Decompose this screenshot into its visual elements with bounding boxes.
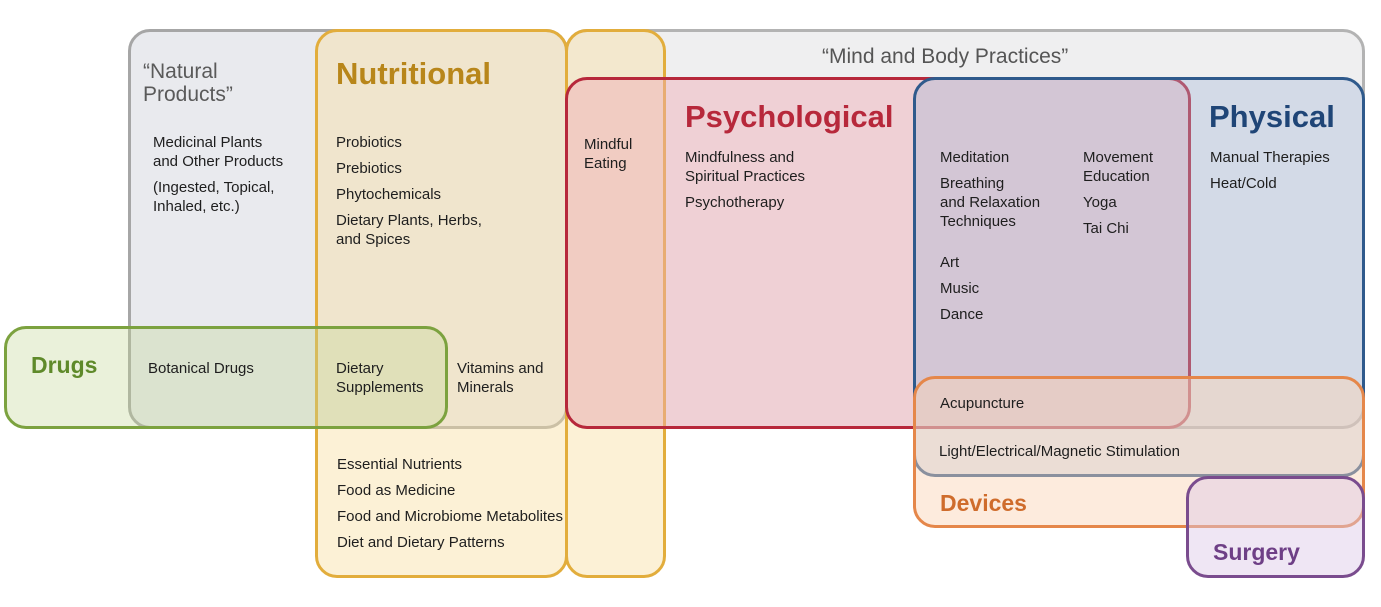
- natural-products-list: Medicinal Plants and Other Products (Ing…: [153, 133, 283, 223]
- natural-products-title: “Natural Products”: [143, 60, 233, 106]
- drugs-title: Drugs: [31, 352, 98, 378]
- list-item: Mindfulness and Spiritual Practices: [685, 149, 806, 185]
- mindful-eating-region: [565, 29, 666, 578]
- list-item: Medicinal Plants and Other Products: [153, 134, 284, 170]
- botanical-drugs-label: Botanical Drugs: [148, 360, 254, 377]
- vitamins-and-minerals-label: Vitamins and Minerals: [457, 360, 544, 396]
- list-item: (Ingested, Topical, Inhaled, etc.): [153, 179, 275, 215]
- list-item: Diet and Dietary Patterns: [337, 534, 505, 551]
- physical-title: Physical: [1209, 99, 1335, 134]
- list-item: Yoga: [1083, 194, 1117, 211]
- arts-list: Art Music Dance: [940, 253, 983, 331]
- list-item: Food as Medicine: [337, 482, 456, 499]
- list-item: Breathing and Relaxation Techniques: [940, 175, 1041, 230]
- natural-products-region: [128, 29, 568, 429]
- physical-region: [913, 77, 1365, 477]
- mindful-eating-label: Mindful Eating: [584, 136, 633, 172]
- list-item: Dance: [940, 306, 984, 323]
- acupuncture-label: Acupuncture: [940, 395, 1025, 412]
- list-item: Prebiotics: [336, 160, 402, 177]
- mind-body-practices-region: [565, 29, 1365, 429]
- list-item: Food and Microbiome Metabolites: [337, 508, 563, 525]
- nutritional-lower-list: Essential Nutrients Food as Medicine Foo…: [337, 455, 563, 559]
- nutritional-list: Probiotics Prebiotics Phytochemicals Die…: [336, 133, 482, 256]
- list-item: Dietary Plants, Herbs, and Spices: [336, 212, 482, 248]
- overlap-right-list: Movement Education Yoga Tai Chi: [1083, 148, 1153, 245]
- list-item: Art: [940, 254, 960, 271]
- list-item: Meditation: [940, 149, 1010, 166]
- list-item: Heat/Cold: [1210, 175, 1277, 192]
- physical-list: Manual Therapies Heat/Cold: [1210, 148, 1330, 200]
- psychological-title: Psychological: [685, 99, 894, 134]
- dietary-supplements-label: Dietary Supplements: [336, 360, 424, 396]
- mind-body-practices-title: “Mind and Body Practices”: [822, 45, 1069, 68]
- psychological-list: Mindfulness and Spiritual Practices Psyc…: [685, 148, 805, 219]
- list-item: Probiotics: [336, 134, 402, 151]
- psychological-region: [565, 77, 1191, 429]
- devices-region: [913, 376, 1365, 528]
- list-item: Essential Nutrients: [337, 456, 463, 473]
- list-item: Movement Education: [1083, 149, 1154, 185]
- nutritional-region: [315, 29, 568, 578]
- stimulation-label: Light/Electrical/Magnetic Stimulation: [939, 443, 1180, 460]
- surgery-region: [1186, 476, 1365, 578]
- surgery-title: Surgery: [1213, 539, 1300, 565]
- list-item: Manual Therapies: [1210, 149, 1330, 166]
- nutritional-title: Nutritional: [336, 56, 491, 91]
- list-item: Psychotherapy: [685, 194, 785, 211]
- devices-title: Devices: [940, 490, 1027, 516]
- drugs-region: [4, 326, 448, 429]
- list-item: Music: [940, 280, 980, 297]
- overlap-left-list: Meditation Breathing and Relaxation Tech…: [940, 148, 1040, 238]
- list-item: Phytochemicals: [336, 186, 442, 203]
- list-item: Tai Chi: [1083, 220, 1129, 237]
